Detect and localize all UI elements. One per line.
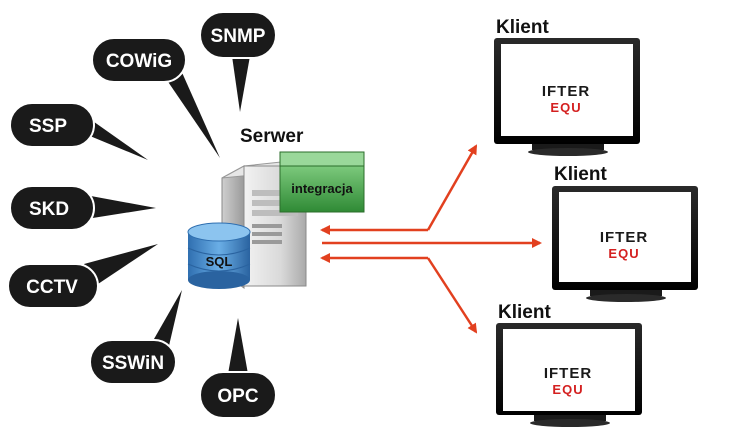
bubble-label: COWiG (106, 51, 172, 72)
bubble-cowig: COWiG (91, 37, 220, 158)
bubble-sswin: SSWiN (89, 290, 182, 385)
bubble-skd: SKD (9, 185, 156, 231)
logo-top: IFTER (600, 229, 648, 246)
bubble-opc: OPC (199, 318, 277, 419)
client-label: Klient (498, 302, 551, 323)
integration-label: integracja (291, 181, 353, 196)
database-cylinder: SQL (187, 222, 251, 289)
bubble-label: SKD (29, 199, 69, 220)
client-monitor-2: Klient IFTER EQU (552, 164, 698, 302)
logo-bottom: EQU (550, 100, 581, 115)
bubble-label: OPC (217, 386, 258, 407)
integration-box: integracja (279, 151, 365, 213)
server-label: Serwer (240, 126, 304, 147)
bubble-label: SSP (29, 116, 67, 137)
client-label: Klient (496, 17, 549, 38)
client-monitor-1: Klient IFTER EQU (494, 17, 640, 156)
logo-top: IFTER (544, 365, 592, 382)
client-label: Klient (554, 164, 607, 185)
bubble-snmp: SNMP (199, 11, 277, 112)
bubble-ssp: SSP (9, 102, 148, 160)
bubble-label: CCTV (26, 277, 78, 298)
bubble-label: SSWiN (102, 353, 164, 374)
logo-bottom: EQU (552, 382, 583, 397)
logo-bottom: EQU (608, 246, 639, 261)
client-monitor-3: Klient IFTER EQU (496, 302, 642, 427)
db-label: SQL (206, 254, 233, 269)
connection-arrows (320, 144, 542, 334)
bubble-cctv: CCTV (7, 244, 158, 309)
bubble-label: SNMP (211, 26, 266, 47)
logo-top: IFTER (542, 83, 590, 100)
